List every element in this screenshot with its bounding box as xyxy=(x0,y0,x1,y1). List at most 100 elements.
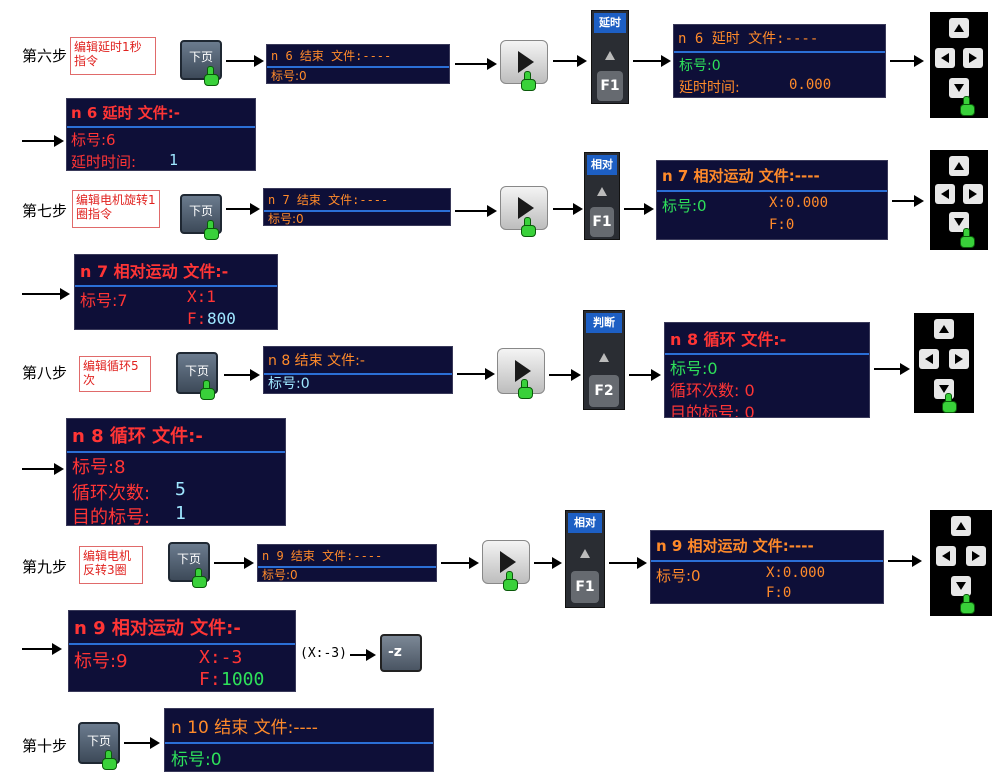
lcd-header: n 10 结束 文件:---- xyxy=(165,709,433,744)
arrow xyxy=(888,555,922,567)
lcd-screen: n 6 延时 文件:- 标号:6 延时时间: 1 xyxy=(66,98,256,171)
step-9-label: 第九步 xyxy=(22,558,68,576)
lcd-row-label: 标号:0 xyxy=(268,212,304,226)
next-page-button[interactable]: 下页 xyxy=(180,194,222,240)
next-page-label: 下页 xyxy=(86,734,111,748)
step-9-note: 编辑电机反转3圈 xyxy=(79,546,143,584)
arrow xyxy=(350,649,376,661)
arrow xyxy=(124,737,160,749)
lcd-screen: n 8 循环 文件:- 标号:8 循环次数: 5 目的标号: 1 xyxy=(66,418,286,526)
arrow xyxy=(214,557,254,569)
arrow xyxy=(609,557,647,569)
lcd-header: n 8 循环 文件:- xyxy=(665,323,869,355)
next-page-label: 下页 xyxy=(184,364,209,378)
step-6-label: 第六步 xyxy=(22,47,68,65)
hand-pointer-icon xyxy=(942,393,957,413)
lcd-header: n 9 相对运动 文件:---- xyxy=(651,531,883,562)
next-page-label: 下页 xyxy=(176,552,201,566)
hand-pointer-icon xyxy=(521,71,536,91)
run-button[interactable] xyxy=(500,186,548,237)
left-arrow-icon[interactable] xyxy=(935,184,955,204)
lcd-row-delay-value: 0.000 xyxy=(789,77,832,93)
play-icon xyxy=(515,360,531,382)
direction-pad xyxy=(930,510,992,616)
up-arrow-icon xyxy=(599,353,609,362)
right-arrow-icon[interactable] xyxy=(966,546,986,566)
lcd-row-loop-value: 5 xyxy=(175,479,186,500)
lcd-row-f-label: F: xyxy=(187,309,207,328)
left-arrow-icon[interactable] xyxy=(935,48,955,68)
arrow xyxy=(549,369,581,381)
lcd-screen: n 9 结束 文件:---- 标号:0 xyxy=(257,544,437,582)
arrow xyxy=(624,203,654,215)
lcd-header: n 6 延时 文件:- xyxy=(67,99,255,128)
run-button[interactable] xyxy=(497,348,545,399)
hand-pointer-icon xyxy=(960,594,975,614)
direction-pad xyxy=(930,12,988,118)
function-key-panel: 判断 F2 xyxy=(583,310,625,410)
lcd-row-f: F:0 xyxy=(769,217,795,233)
lcd-screen: n 8 结束 文件:- 标号:0 xyxy=(263,346,453,394)
down-arrow-icon[interactable] xyxy=(949,78,969,98)
hand-pointer-icon xyxy=(503,571,518,591)
up-arrow-icon[interactable] xyxy=(949,156,969,176)
down-arrow-icon[interactable] xyxy=(951,576,971,596)
up-arrow-icon[interactable] xyxy=(934,319,954,339)
arrow xyxy=(892,195,924,207)
hand-pointer-icon xyxy=(192,568,207,588)
minus-z-key[interactable]: -z xyxy=(380,634,422,672)
arrow xyxy=(441,557,479,569)
function-key[interactable]: F1 xyxy=(597,71,623,101)
arrow xyxy=(629,369,661,381)
function-key[interactable]: F1 xyxy=(571,571,599,603)
up-arrow-icon[interactable] xyxy=(951,516,971,536)
up-arrow-icon[interactable] xyxy=(949,18,969,38)
lcd-row-label: 标号:0 xyxy=(656,567,701,585)
arrow xyxy=(455,58,497,70)
right-arrow-icon[interactable] xyxy=(949,349,969,369)
arrow xyxy=(226,55,264,67)
step-7-label: 第七步 xyxy=(22,202,68,220)
right-arrow-icon[interactable] xyxy=(963,184,983,204)
run-button[interactable] xyxy=(482,540,530,591)
left-arrow-icon[interactable] xyxy=(936,546,956,566)
lcd-row-f-value: 1000 xyxy=(221,669,265,690)
lcd-header: n 7 相对运动 文件:- xyxy=(75,255,277,287)
arrow xyxy=(22,463,64,475)
function-tag: 相对 xyxy=(568,513,602,533)
lcd-header: n 8 循环 文件:- xyxy=(67,419,285,453)
right-arrow-icon[interactable] xyxy=(963,48,983,68)
run-button[interactable] xyxy=(500,40,548,91)
lcd-screen: n 9 相对运动 文件:---- 标号:0 X:0.000 F:0 xyxy=(650,530,884,604)
next-page-button[interactable]: 下页 xyxy=(78,722,120,770)
lcd-screen: n 7 相对运动 文件:---- 标号:0 X:0.000 F:0 xyxy=(656,160,888,240)
arrow xyxy=(22,288,70,300)
function-key[interactable]: F2 xyxy=(589,375,619,407)
lcd-row-label: 标号:0 xyxy=(670,359,718,378)
up-arrow-icon xyxy=(597,187,607,196)
up-arrow-icon xyxy=(580,549,590,558)
direction-pad xyxy=(930,150,988,250)
function-key[interactable]: F1 xyxy=(590,207,614,237)
down-arrow-icon[interactable] xyxy=(949,212,969,232)
next-page-button[interactable]: 下页 xyxy=(168,542,210,588)
function-key-panel: 相对 F1 xyxy=(584,152,620,240)
lcd-row-x: X:0.000 xyxy=(769,195,829,211)
left-arrow-icon[interactable] xyxy=(919,349,939,369)
step-10-label: 第十步 xyxy=(22,737,68,755)
arrow xyxy=(633,55,671,67)
lcd-row-f-label: F: xyxy=(199,669,221,690)
hand-pointer-icon xyxy=(518,379,533,399)
lcd-row-delay-value: 1 xyxy=(169,151,179,169)
hand-pointer-icon xyxy=(960,96,975,116)
next-page-button[interactable]: 下页 xyxy=(176,352,218,400)
function-tag: 延时 xyxy=(594,13,626,33)
hand-pointer-icon xyxy=(204,220,219,240)
lcd-row-label: 标号:0 xyxy=(171,750,222,770)
lcd-screen: n 10 结束 文件:---- 标号:0 xyxy=(164,708,434,772)
function-key-panel: 延时 F1 xyxy=(591,10,629,104)
next-page-button[interactable]: 下页 xyxy=(180,40,222,86)
up-arrow-icon xyxy=(605,51,615,60)
lcd-row-target-label: 目的标号: xyxy=(72,507,151,526)
lcd-row-label: 标号:9 xyxy=(74,651,128,672)
